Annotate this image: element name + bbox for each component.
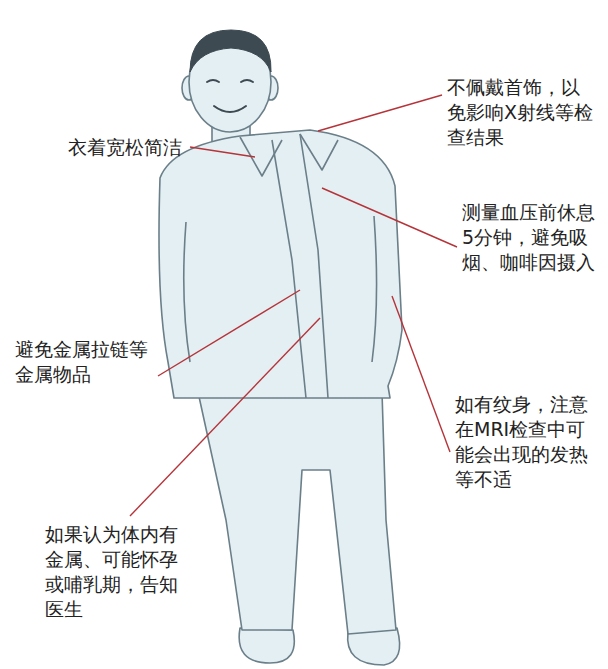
leader-line (322, 188, 457, 247)
hair (190, 30, 271, 72)
jacket-opening (272, 140, 306, 398)
collar (240, 137, 282, 176)
jacket (159, 130, 402, 398)
collar (300, 134, 338, 170)
leader-line (392, 296, 450, 452)
callout-text: 如果认为体内有金属、可能怀孕或哺乳期，告知医生 (45, 522, 185, 622)
arm-line (372, 216, 377, 362)
arm-line (184, 222, 190, 362)
callout-text: 不佩戴首饰，以免影响X射线等检查结果 (447, 75, 597, 150)
smile (214, 106, 246, 112)
callout-text: 衣着宽松简洁 (68, 135, 208, 160)
leader-line (158, 290, 300, 376)
shoe (239, 628, 294, 663)
callout-text: 如有纹身，注意在MRI检查中可能会出现的发热等不适 (455, 392, 595, 492)
eye (241, 80, 253, 82)
trousers (198, 392, 396, 634)
callout-text: 测量血压前休息5分钟，避免吸烟、咖啡因摄入 (462, 200, 602, 275)
eye (207, 80, 219, 82)
jacket-opening (300, 134, 328, 398)
leader-line (130, 318, 320, 516)
leader-line (318, 95, 442, 131)
callout-text: 避免金属拉链等金属物品 (15, 337, 155, 387)
leader-line (190, 147, 255, 157)
